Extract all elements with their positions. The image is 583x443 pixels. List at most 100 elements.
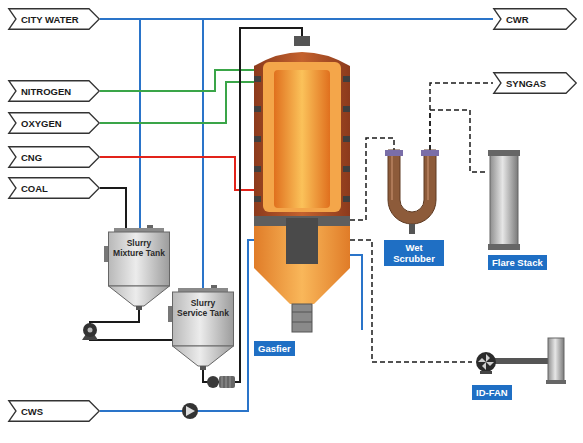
- pump-body: [83, 323, 97, 337]
- tank-lid: [114, 228, 164, 232]
- feed-line: [100, 82, 254, 123]
- stream-tag: COAL: [8, 177, 100, 199]
- side-flange: [343, 136, 350, 142]
- side-flange: [343, 106, 350, 112]
- fan-blades: [478, 354, 494, 370]
- tank-label: Slurry Service Tank: [176, 298, 230, 318]
- hopper-bands: [292, 312, 312, 322]
- dip-tube: [286, 218, 318, 264]
- tank-body: [109, 232, 170, 286]
- reaction-chamber: [274, 70, 330, 208]
- stream-tag-outline: [494, 73, 577, 94]
- feed-line: [100, 70, 254, 91]
- equipment-label: Flare Stack: [488, 255, 547, 270]
- stream-label: COAL: [21, 183, 48, 194]
- gasifier-shell: [254, 52, 350, 216]
- equipment-label: ID-FAN: [472, 385, 512, 400]
- flare-stack: Flare Stack: [488, 150, 568, 270]
- stream-label: CWS: [21, 406, 43, 417]
- stream-label: CNG: [21, 152, 42, 163]
- tank-cone: [109, 286, 170, 306]
- gas-line: [430, 83, 493, 150]
- tank-label: Slurry Mixture Tank: [112, 238, 166, 258]
- feed-line: [100, 188, 126, 228]
- feed-line: [90, 310, 172, 340]
- side-flange: [254, 76, 261, 82]
- stream-tag: CWR: [493, 8, 577, 30]
- stream-label: CITY WATER: [21, 14, 79, 25]
- pump-hub: [88, 328, 93, 333]
- stream-tag-outline: [9, 113, 100, 134]
- pump-body: [182, 403, 198, 419]
- tank-bracket: [168, 306, 172, 322]
- stream-tag: SYNGAS: [493, 72, 577, 94]
- side-flange: [343, 76, 350, 82]
- u-tube-highlight: [392, 154, 428, 200]
- stack-base: [488, 244, 520, 250]
- stack-body: [490, 153, 518, 245]
- side-flange: [254, 166, 261, 172]
- cws-pump: [182, 403, 198, 419]
- motor-body: [219, 376, 235, 388]
- stream-tag-outline: [9, 81, 100, 102]
- refractory-lining: [263, 62, 341, 212]
- stream-tag: NITROGEN: [8, 80, 100, 102]
- stream-label: CWR: [506, 14, 529, 25]
- gas-line: [430, 110, 488, 172]
- lock-hopper: [292, 304, 312, 332]
- stream-tag: CWS: [8, 400, 100, 422]
- slurry-tank: Slurry Mixture Tank: [108, 228, 170, 310]
- stream-tag-outline: [9, 401, 100, 422]
- stack-base: [546, 380, 566, 384]
- feed-pump-motor: [207, 376, 235, 388]
- pump-arrow: [186, 406, 195, 416]
- stream-tag-outline: [9, 178, 100, 199]
- exhaust-stack: [548, 338, 564, 382]
- stream-label: OXYGEN: [21, 118, 62, 129]
- tank-outlet: [200, 366, 206, 370]
- side-flange: [254, 196, 261, 202]
- pump-body: [207, 376, 219, 388]
- stream-tag: OXYGEN: [8, 112, 100, 134]
- side-flange: [343, 196, 350, 202]
- equipment-label: Gasfier: [254, 341, 295, 356]
- stream-tag: CNG: [8, 146, 100, 168]
- side-flange: [343, 166, 350, 172]
- stream-label: SYNGAS: [506, 78, 546, 89]
- slurry-tank: Slurry Service Tank: [172, 288, 234, 370]
- scrubber-drain: [409, 224, 415, 234]
- fan-casing: [476, 352, 496, 372]
- node-outline: [493, 8, 577, 30]
- stream-tag-outline: [494, 9, 577, 30]
- side-flange: [254, 136, 261, 142]
- feed-line: [100, 157, 254, 190]
- fan-duct: [494, 358, 550, 364]
- wet-scrubber: Wet Scrubber: [380, 150, 448, 266]
- stack-tip: [488, 150, 520, 156]
- tank-lid: [178, 288, 228, 292]
- gasifier-vessel: Gasfier: [254, 36, 350, 356]
- side-flange: [254, 106, 261, 112]
- node-outline: [488, 150, 568, 270]
- scrubber-cap: [385, 150, 403, 156]
- fan-foot: [480, 371, 492, 374]
- node-outline: [254, 36, 350, 356]
- gasifier-cone: [254, 268, 350, 304]
- stream-label: NITROGEN: [21, 86, 71, 97]
- equipment-label: Wet Scrubber: [384, 240, 444, 266]
- gas-line: [350, 240, 472, 362]
- stream-tag-outline: [9, 147, 100, 168]
- slurry-pump: [82, 323, 98, 340]
- tank-bracket: [104, 246, 108, 262]
- stream-tag: CITY WATER: [8, 8, 100, 30]
- feed-line: [100, 19, 203, 288]
- cooling-water-line: [350, 255, 362, 330]
- motor-ribs: [222, 376, 230, 388]
- scrubber-cap: [421, 150, 439, 156]
- id-fan: ID-FAN: [472, 338, 576, 400]
- u-tube: [388, 150, 436, 224]
- tank-knob: [147, 225, 153, 228]
- gasifier-nozzle: [294, 36, 310, 46]
